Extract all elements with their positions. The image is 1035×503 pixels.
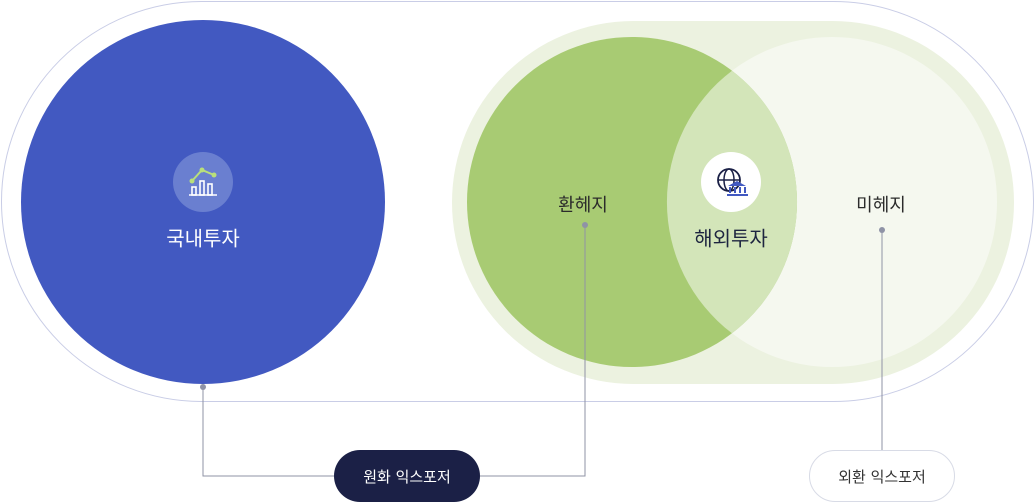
overseas-investment-label: 해외투자 [694, 226, 768, 251]
bar-chart-trend-icon [173, 152, 233, 212]
fx-exposure-pill: 외환 익스포저 [809, 450, 955, 502]
fx-hedged-label: 환헤지 [558, 195, 608, 216]
connector-dot-unhedged [879, 227, 885, 233]
globe-bank-icon [701, 152, 761, 212]
krw-exposure-pill: 원화 익스포저 [334, 450, 480, 502]
connector-fx-hedged [480, 225, 586, 477]
connector-dot-fx-hedged [582, 222, 588, 228]
connector-dot-domestic [200, 384, 206, 390]
unhedged-label: 미헤지 [856, 195, 906, 216]
connector-lines [202, 225, 883, 477]
connector-domestic [202, 387, 334, 477]
domestic-investment-label: 국내투자 [166, 226, 240, 251]
